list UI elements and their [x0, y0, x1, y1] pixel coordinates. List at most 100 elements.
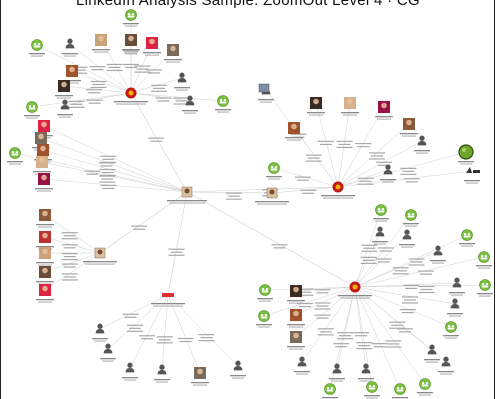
green-group-icon[interactable]	[324, 383, 336, 395]
graph-edge	[354, 286, 401, 390]
green-group-icon[interactable]	[394, 383, 406, 395]
node-label	[392, 397, 408, 399]
green-group-icon[interactable]	[9, 147, 21, 159]
person-icon[interactable]	[402, 229, 412, 240]
profile-photo[interactable]	[194, 367, 206, 379]
person-icon[interactable]	[177, 72, 187, 83]
profile-photo[interactable]	[310, 97, 322, 109]
person-icon[interactable]	[441, 356, 451, 367]
profile-photo[interactable]	[146, 37, 158, 49]
graph-edge	[161, 294, 169, 371]
node-label	[122, 49, 140, 53]
person-icon[interactable]	[125, 362, 135, 373]
hub-node-bottom[interactable]	[162, 293, 174, 297]
profile-photo[interactable]	[290, 309, 302, 321]
hub-node-topleft[interactable]	[125, 87, 137, 99]
hub-node-bottomright[interactable]	[349, 281, 361, 293]
green-group-icon[interactable]	[405, 209, 417, 221]
person-icon[interactable]	[383, 164, 393, 175]
green-group-icon[interactable]	[125, 9, 137, 21]
profile-photo[interactable]	[38, 173, 50, 185]
profile-photo[interactable]	[39, 231, 51, 243]
edge-label	[403, 284, 420, 289]
person-icon[interactable]	[433, 245, 443, 256]
node-label	[143, 52, 161, 56]
profile-photo[interactable]	[66, 65, 78, 77]
green-group-icon[interactable]	[217, 95, 229, 107]
person-icon[interactable]	[297, 356, 307, 367]
edge-label	[389, 321, 406, 329]
hub-node-leftmid[interactable]	[94, 247, 106, 259]
node-label	[182, 110, 198, 114]
node-label	[464, 180, 480, 184]
green-group-icon[interactable]	[419, 378, 431, 390]
edge-label	[371, 343, 388, 348]
profile-photo[interactable]	[344, 97, 356, 109]
profile-photo[interactable]	[39, 209, 51, 221]
person-icon[interactable]	[452, 277, 462, 288]
profile-photo[interactable]	[39, 284, 51, 296]
profile-photo[interactable]	[378, 101, 390, 113]
profile-photo[interactable]	[288, 122, 300, 134]
green-group-icon[interactable]	[478, 251, 490, 263]
node-label	[256, 324, 272, 328]
green-group-icon[interactable]	[258, 310, 270, 322]
edge-label	[89, 66, 106, 71]
profile-photo[interactable]	[39, 266, 51, 278]
profile-photo[interactable]	[39, 247, 51, 259]
green-group-icon[interactable]	[461, 229, 473, 241]
green-group-icon[interactable]	[268, 162, 280, 174]
graph-edge	[336, 286, 356, 370]
green-group-icon[interactable]	[445, 321, 457, 333]
profile-photo[interactable]	[290, 331, 302, 343]
edge-label	[392, 267, 409, 275]
node-label	[83, 261, 117, 265]
person-icon[interactable]	[375, 226, 385, 237]
edge-label	[177, 337, 194, 343]
hub-node-midnode[interactable]	[266, 187, 278, 199]
person-icon[interactable]	[332, 363, 342, 374]
person-icon[interactable]	[103, 343, 113, 354]
profile-photo[interactable]	[403, 118, 415, 130]
hub-node-right[interactable]	[332, 181, 344, 193]
person-icon[interactable]	[450, 298, 460, 309]
edge-label	[90, 80, 107, 89]
profile-photo[interactable]	[290, 285, 302, 297]
person-icon[interactable]	[60, 99, 70, 110]
green-group-icon[interactable]	[375, 204, 387, 216]
person-icon[interactable]	[233, 360, 243, 371]
profile-photo[interactable]	[36, 156, 48, 168]
computer-icon[interactable]	[258, 83, 270, 94]
person-icon[interactable]	[185, 95, 195, 106]
green-group-icon[interactable]	[259, 284, 271, 296]
person-icon[interactable]	[427, 344, 437, 355]
graph-edge	[354, 234, 408, 288]
person-icon[interactable]	[65, 38, 75, 49]
edge-label	[294, 176, 311, 181]
profile-photo[interactable]	[125, 34, 137, 46]
graph-edge	[354, 286, 456, 305]
edge-label	[225, 192, 242, 200]
person-icon[interactable]	[417, 135, 427, 146]
person-icon[interactable]	[361, 363, 371, 374]
person-icon[interactable]	[95, 323, 105, 334]
person-icon[interactable]	[157, 364, 167, 375]
edge-label	[146, 69, 163, 74]
green-group-icon[interactable]	[479, 279, 491, 291]
edge-label	[99, 175, 116, 183]
profile-photo[interactable]	[37, 144, 49, 156]
green-group-icon[interactable]	[366, 381, 378, 393]
node-label	[287, 346, 305, 350]
company-logo-icon[interactable]	[466, 167, 480, 173]
green-group-icon[interactable]	[26, 101, 38, 113]
hub-node-center[interactable]	[181, 186, 193, 198]
profile-photo[interactable]	[58, 80, 70, 92]
profile-photo[interactable]	[95, 34, 107, 46]
globe-icon[interactable]	[458, 144, 474, 160]
green-group-icon[interactable]	[31, 39, 43, 51]
edge-label	[314, 302, 331, 310]
profile-photo[interactable]	[35, 132, 47, 144]
profile-photo[interactable]	[38, 120, 50, 132]
profile-photo[interactable]	[167, 44, 179, 56]
